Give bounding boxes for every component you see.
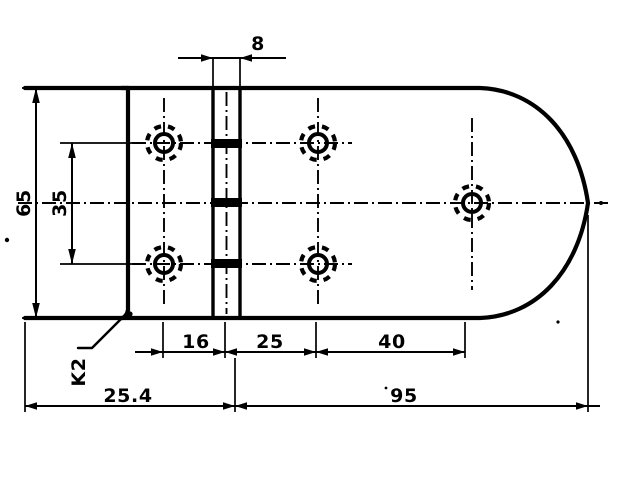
arrow-25-left: [213, 348, 225, 356]
dimension-hole-spacing-35: 35: [49, 142, 135, 265]
arrow-8-right: [240, 54, 252, 62]
centerlines: [18, 98, 612, 308]
screw-hole-top-left: [144, 123, 184, 163]
dim-label-25-4: 25.4: [103, 385, 152, 407]
radius-callout-k2: K2: [68, 311, 133, 387]
arrow-25-right: [304, 348, 316, 356]
screw-hole-top-right: [298, 123, 338, 163]
screw-hole-bottom-right: [298, 244, 338, 284]
arrow-65-bottom: [32, 303, 40, 318]
scan-speck-1: [4, 237, 10, 243]
arrow-95-left: [235, 402, 247, 410]
arrow-95-right: [576, 402, 588, 410]
screw-hole-bottom-left: [144, 244, 184, 284]
arrow-16-right: [225, 348, 237, 356]
dim-label-16: 16: [182, 331, 210, 353]
dim-label-k2: K2: [68, 357, 90, 386]
k2-leader-line: [76, 312, 128, 350]
knuckle-joint-2: [211, 198, 242, 207]
arrow-40-left: [316, 348, 328, 356]
arrow-254-right: [223, 402, 235, 410]
dim-label-95: 95: [390, 385, 418, 407]
arrow-254-left: [25, 402, 37, 410]
dim-label-thickness: 8: [251, 33, 265, 55]
dimension-thickness-8: 8: [178, 33, 286, 92]
dimension-chain-lower: 25.4 95: [24, 215, 600, 412]
arrow-65-top: [32, 88, 40, 103]
dimension-height-65: 65: [13, 87, 120, 319]
dim-label-40: 40: [378, 331, 406, 353]
arrow-8-left: [201, 54, 213, 62]
screw-hole-right-center: [452, 183, 492, 223]
dim-label-hole-spacing: 35: [49, 189, 71, 217]
scan-speck-3: [384, 386, 388, 390]
scan-speck-2: [556, 320, 560, 324]
scan-speck-4: [599, 201, 603, 205]
dim-label-25: 25: [256, 331, 284, 353]
arrow-16-left: [151, 348, 163, 356]
arrow-40-right: [453, 348, 465, 356]
dim-label-height-overall: 65: [13, 189, 35, 217]
k2-leader-dot: [127, 311, 133, 317]
dimension-chain-upper: 16 25 40: [135, 322, 466, 358]
arrow-35-top: [68, 143, 76, 158]
arrow-35-bottom: [68, 249, 76, 264]
